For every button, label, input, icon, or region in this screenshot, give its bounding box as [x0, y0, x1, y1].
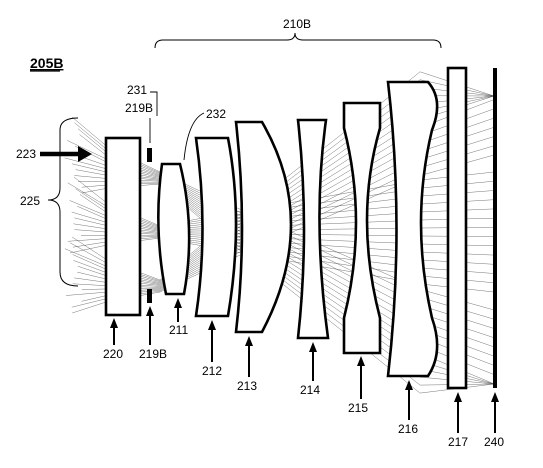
lens-214-label: 214 [300, 383, 320, 397]
lens-213-label: 213 [237, 379, 257, 393]
pointer-arrow-head [110, 318, 118, 328]
stop-top-ref-label: 231 [127, 83, 147, 97]
lens-212-label: 212 [202, 364, 222, 378]
input-arrow-label: 223 [16, 147, 36, 161]
stop-top-label: 219B [125, 101, 153, 115]
stop-bottom-label: 219B [139, 347, 167, 361]
lens-215-label: 215 [348, 401, 368, 415]
lens-215 [344, 103, 380, 353]
pointer-arrow-head [208, 320, 216, 330]
group-label: 210B [283, 17, 311, 31]
sensor-240-label: 240 [484, 435, 504, 449]
pointer-arrow-head [245, 336, 253, 346]
lens-211-ref-label: 232 [206, 107, 226, 121]
lens-216 [388, 82, 437, 376]
pointer-arrow-head [454, 392, 462, 402]
pointer-arrow-head [174, 298, 182, 308]
lens-211-label: 211 [169, 323, 188, 337]
aperture-stop-bottom [147, 289, 152, 303]
group-bracket [155, 33, 441, 48]
filter-217 [448, 68, 466, 388]
lens-216-label: 216 [398, 422, 418, 436]
filter-217-label: 217 [448, 435, 468, 449]
pointer-arrow-head [146, 306, 154, 316]
aperture-stop-top [147, 148, 152, 162]
lens-211 [158, 164, 189, 294]
lens-214 [298, 120, 328, 338]
field-bracket-label: 225 [20, 194, 40, 208]
pointer-arrow-head [309, 342, 317, 352]
input-arrow-head [78, 146, 92, 162]
pointer-arrow-head [357, 356, 365, 366]
plate-220 [106, 138, 140, 315]
lens-212 [196, 138, 236, 316]
pointer-arrow-head [405, 380, 413, 390]
figure-id: 205B [30, 55, 63, 71]
plate-220-label: 220 [103, 347, 123, 361]
pointer-arrow-head [491, 392, 499, 402]
sensor-240 [493, 68, 497, 388]
lens-213 [236, 122, 291, 332]
